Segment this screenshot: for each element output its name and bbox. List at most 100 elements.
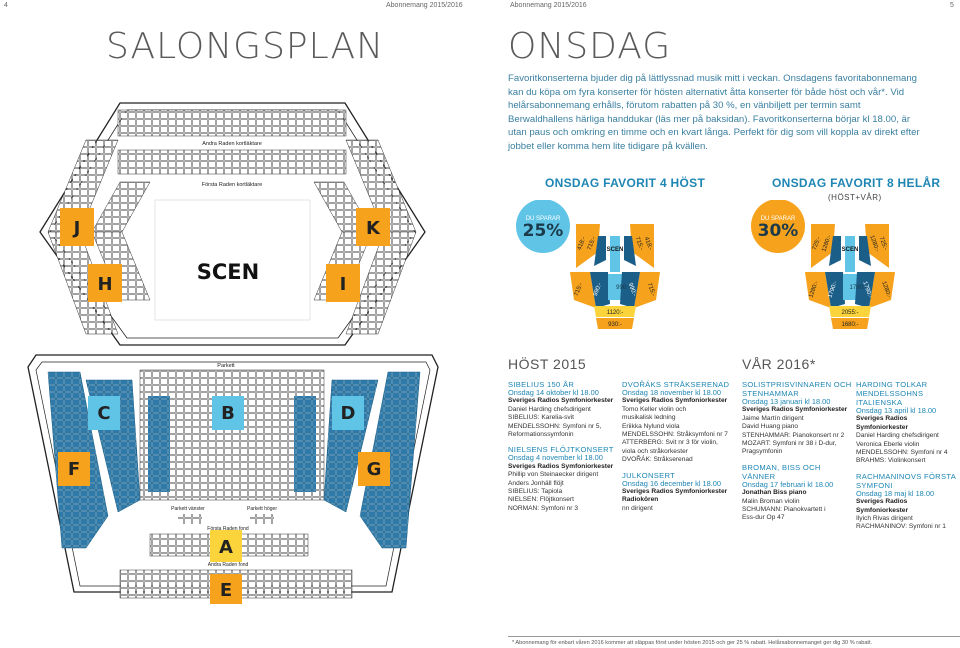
price-zone-bottom-lower[interactable] bbox=[831, 318, 869, 329]
stage-label: SCEN bbox=[607, 247, 624, 253]
price-center: 990:- bbox=[616, 285, 630, 291]
concert-detail-line: STENHAMMAR: Pianokonsert nr 2 bbox=[742, 431, 845, 439]
section-B-right-aisle-seats[interactable] bbox=[294, 396, 316, 492]
savings-label: DU SPARAR bbox=[761, 216, 796, 222]
concert-detail-line: SIBELIUS: Tapiola bbox=[508, 488, 563, 496]
section-A-badge[interactable] bbox=[210, 530, 242, 562]
andra-raden-kortlaktare-seats[interactable] bbox=[117, 109, 347, 137]
price-zone-inner-mid-left[interactable] bbox=[590, 272, 610, 308]
concert-detail-line: MENDELSSOHN: Stråksymfoni nr 7 bbox=[622, 431, 728, 439]
concert-detail-line: Reformationssymfonin bbox=[508, 431, 574, 439]
price-inner-mid-left: 990:- bbox=[593, 282, 603, 297]
section-K-badge[interactable] bbox=[356, 208, 390, 246]
price-bottom-upper: 1120:- bbox=[607, 310, 624, 316]
concert-detail-line: Jaime Martín dirigent bbox=[742, 414, 804, 422]
section-F-badge[interactable] bbox=[58, 452, 90, 486]
price-zone-outer-top-right[interactable] bbox=[865, 224, 889, 268]
price-inner-top-right: 715:- bbox=[634, 236, 644, 251]
concert-detail-line: MENDELSSOHN: Symfoni nr 4 bbox=[856, 449, 948, 457]
concert-detail-line: Sveriges Radios Symfoniorkester bbox=[856, 415, 909, 431]
concert-detail-line: Malin Broman violin bbox=[742, 497, 800, 505]
section-E-badge[interactable] bbox=[210, 574, 242, 604]
concert-title: HARDING TOLKAR MENDELSSOHNS ITALIENSKA bbox=[856, 380, 928, 407]
concert-title: JULKONSERT bbox=[622, 470, 676, 480]
concert-detail-line: Sveriges Radios Symfoniorkester bbox=[622, 397, 728, 405]
section-I-badge[interactable] bbox=[326, 264, 360, 302]
page-title-left: SALONGSPLAN bbox=[106, 26, 385, 67]
concert-detail-line: Daniel Harding chefsdirigent bbox=[856, 432, 939, 440]
concert-title: DVOŘÁKS STRÅKSERENAD bbox=[622, 380, 730, 389]
price-center: 1790:- bbox=[849, 285, 866, 291]
concert-detail-line: Daniel Harding chefsdirigent bbox=[508, 405, 591, 413]
concert-detail-line: Sveriges Radios Symfoniorkester bbox=[508, 397, 614, 405]
price-zone-inner-mid-left[interactable] bbox=[825, 272, 845, 308]
andra-raden-kortlaktare-label: Andra Raden kortläktare bbox=[202, 141, 262, 147]
parkett-hoger-seats[interactable] bbox=[250, 514, 274, 524]
concert-detail-line: SCHUMANN: Pianokvartett i bbox=[742, 506, 826, 514]
section-H-badge[interactable] bbox=[88, 264, 122, 302]
concert-detail-line: Anders Jonhäll flöjt bbox=[508, 479, 564, 487]
concert-detail-line: nn dirigent bbox=[622, 504, 653, 512]
package-8-title: ONSDAG FAVORIT 8 HELÅR bbox=[772, 176, 941, 190]
price-zone-outer-top-left[interactable] bbox=[811, 224, 835, 268]
price-zone-outer-mid-left[interactable] bbox=[570, 272, 596, 308]
concert-detail-line: SIBELIUS: Karelia-svit bbox=[508, 414, 574, 422]
price-zone-outer-mid-right[interactable] bbox=[634, 272, 660, 308]
andra-raden-fond-label: Andra Raden fond bbox=[208, 562, 249, 568]
section-J-label: J bbox=[72, 218, 81, 239]
price-outer-mid-right: 715:- bbox=[646, 282, 656, 297]
price-inner-top-right: 1280:- bbox=[868, 235, 879, 253]
concert-detail-line: MENDELSSOHN: Symfoni nr 5, bbox=[508, 422, 602, 430]
forsta-raden-kortlaktare-seats[interactable] bbox=[117, 149, 347, 175]
section-B-left-aisle-seats[interactable] bbox=[148, 396, 170, 492]
price-inner-mid-right: 990:- bbox=[627, 282, 637, 297]
section-F-label: F bbox=[68, 459, 80, 480]
section-E-label: E bbox=[220, 580, 232, 601]
price-zone-inner-mid-right[interactable] bbox=[855, 272, 875, 308]
right-page-number: 5 bbox=[950, 2, 954, 9]
concert-detail-line: NIELSEN: Flöjtkonsert bbox=[508, 496, 574, 504]
price-inner-top-left: 715:- bbox=[587, 236, 597, 251]
section-J-badge[interactable] bbox=[60, 208, 94, 246]
price-zone-bottom-lower[interactable] bbox=[596, 318, 634, 329]
forsta-raden-kortlaktare-label: Första Raden kortläktare bbox=[202, 182, 263, 188]
price-zone-outer-mid-left[interactable] bbox=[805, 272, 831, 308]
parkett-vanster-label: Parkett vänster bbox=[171, 506, 205, 512]
price-zone-bottom-upper[interactable] bbox=[829, 306, 871, 317]
price-zone-inner-mid-right[interactable] bbox=[620, 272, 640, 308]
savings-value: 25% bbox=[523, 221, 564, 241]
section-B-badge[interactable] bbox=[212, 396, 244, 430]
section-C-badge[interactable] bbox=[88, 396, 120, 430]
seating-plan: Andra Raden kortläktare Första Raden kor… bbox=[27, 102, 439, 604]
price-zone-outer-top-left[interactable] bbox=[576, 224, 600, 268]
concert-detail-line: DVOŘÁK: Stråkserenad bbox=[622, 456, 693, 464]
parkett-vanster-seats[interactable] bbox=[178, 514, 202, 524]
section-K-label: K bbox=[366, 218, 381, 239]
section-H-label: H bbox=[97, 274, 112, 295]
parkett-seats[interactable] bbox=[139, 369, 325, 501]
concert-detail-line: Jonathan Biss piano bbox=[742, 489, 807, 497]
section-D-badge[interactable] bbox=[332, 396, 364, 430]
concert-detail-line: Sveriges Radios Symfoniorkester bbox=[508, 462, 614, 470]
price-zone-outer-mid-right[interactable] bbox=[869, 272, 895, 308]
savings-value: 30% bbox=[758, 221, 799, 241]
concert-title: RACHMANINOVS FÖRSTA SYMFONI bbox=[856, 471, 956, 490]
price-outer-mid-right: 1280:- bbox=[880, 281, 891, 299]
price-inner-mid-right: 1790:- bbox=[861, 281, 872, 299]
concert-detail-line: viola och stråkorkester bbox=[622, 447, 688, 455]
concert-detail-line: Tomo Keller violin och bbox=[622, 405, 687, 413]
section-G-badge[interactable] bbox=[358, 452, 390, 486]
price-bottom-upper: 2055:- bbox=[841, 310, 858, 316]
concert-title: BROMAN, BISS OCH VÄNNER bbox=[742, 462, 821, 481]
right-running-head: Abonnemang 2015/2016 bbox=[510, 2, 587, 9]
price-zone-outer-top-right[interactable] bbox=[630, 224, 654, 268]
price-zone-bottom-upper[interactable] bbox=[594, 306, 636, 317]
